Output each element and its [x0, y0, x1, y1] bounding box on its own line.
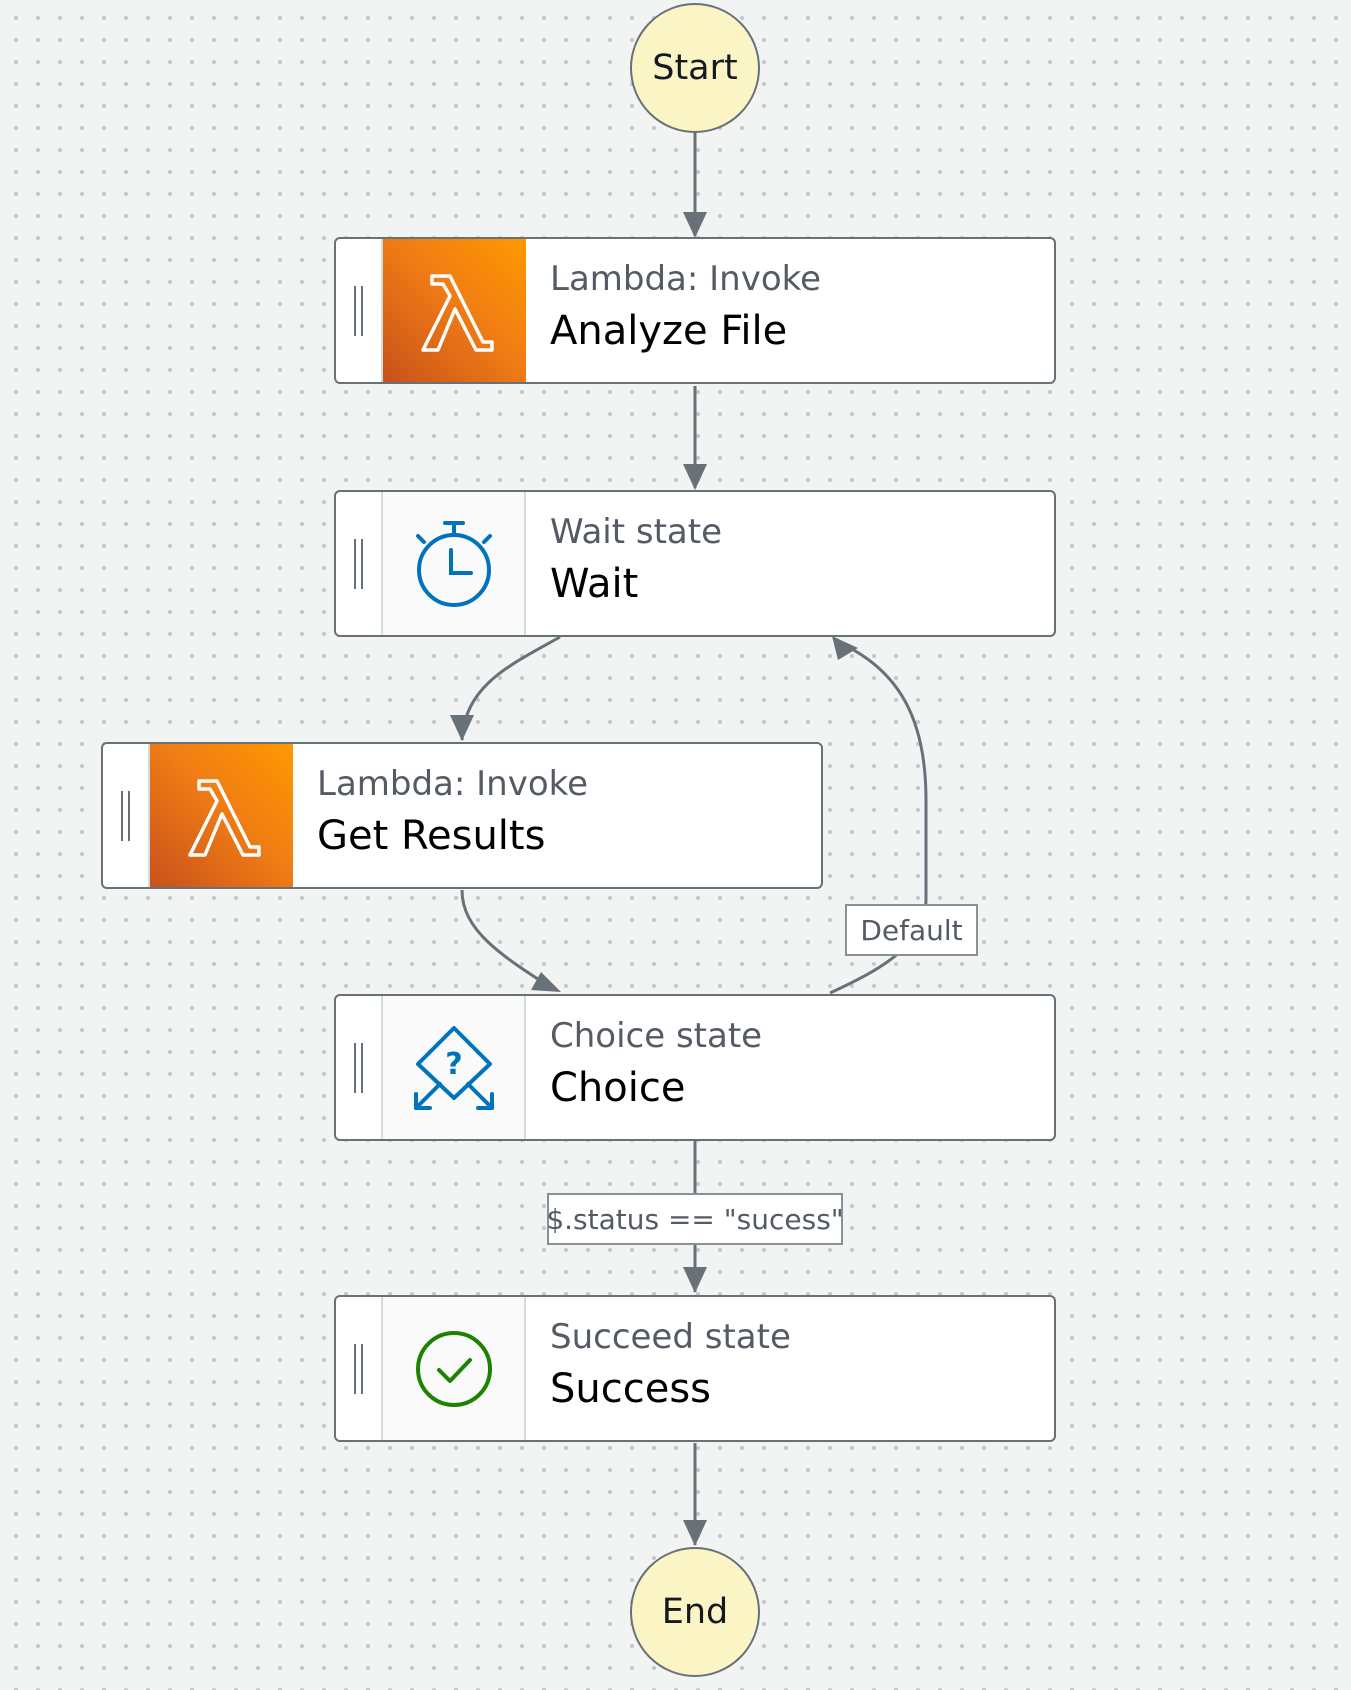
- arrowhead-choice: [531, 972, 561, 992]
- arrowhead-wait-default: [832, 636, 858, 660]
- arrowhead-end: [683, 1520, 707, 1546]
- state-name: Success: [550, 1366, 712, 1412]
- grip-icon: [354, 285, 363, 336]
- drag-handle[interactable]: [336, 492, 383, 635]
- arrowhead-wait: [683, 464, 707, 490]
- end-label: End: [661, 1592, 729, 1632]
- state-type: Choice state: [550, 1016, 763, 1056]
- edge-wait-getresults: [460, 635, 561, 741]
- state-name: Analyze File: [550, 308, 788, 354]
- edge-choice-wait-default: [829, 640, 928, 995]
- state-name: Wait: [550, 561, 639, 607]
- grip-icon: [354, 1343, 363, 1394]
- lambda-icon-box: [150, 744, 293, 887]
- lambda-icon: [187, 778, 261, 857]
- state-name: Get Results: [317, 813, 546, 859]
- edge-label-default: Default: [845, 904, 978, 956]
- start-node[interactable]: Start: [630, 3, 760, 133]
- drag-handle[interactable]: [103, 744, 150, 887]
- start-label: Start: [652, 48, 738, 88]
- arrowhead-success: [683, 1267, 707, 1293]
- grip-icon: [354, 1042, 363, 1093]
- success-icon-box: [383, 1297, 526, 1440]
- state-wait[interactable]: Wait state Wait: [334, 490, 1056, 637]
- state-get-results[interactable]: Lambda: Invoke Get Results: [101, 742, 823, 889]
- svg-text:?: ?: [445, 1047, 462, 1082]
- state-type: Wait state: [550, 512, 722, 552]
- edge-label-default-text: Default: [860, 913, 963, 947]
- grip-icon: [121, 790, 130, 841]
- edge-getresults-choice: [460, 889, 556, 992]
- stopwatch-icon: [415, 520, 492, 607]
- edge-label-condition-text: $.status == "sucess": [546, 1202, 844, 1236]
- choice-icon-box: ?: [383, 996, 526, 1139]
- wait-icon-box: [383, 492, 526, 635]
- drag-handle[interactable]: [336, 239, 383, 382]
- lambda-icon-box: [383, 239, 526, 382]
- drag-handle[interactable]: [336, 1297, 383, 1440]
- arrowhead-getresults: [450, 715, 474, 741]
- state-type: Succeed state: [550, 1317, 791, 1357]
- state-type: Lambda: Invoke: [550, 259, 822, 299]
- state-analyze-file[interactable]: Lambda: Invoke Analyze File: [334, 237, 1056, 384]
- state-choice[interactable]: ? Choice state Choice: [334, 994, 1056, 1141]
- end-node[interactable]: End: [630, 1547, 760, 1677]
- check-circle-icon: [415, 1330, 492, 1407]
- drag-handle[interactable]: [336, 996, 383, 1139]
- state-type: Lambda: Invoke: [317, 764, 589, 804]
- grip-icon: [354, 538, 363, 589]
- state-name: Choice: [550, 1065, 686, 1111]
- arrowhead-analyze: [683, 212, 707, 238]
- state-success[interactable]: Succeed state Success: [334, 1295, 1056, 1442]
- choice-diamond-icon: ?: [413, 1025, 494, 1110]
- lambda-icon: [420, 273, 494, 352]
- edge-label-condition: $.status == "sucess": [546, 1193, 844, 1245]
